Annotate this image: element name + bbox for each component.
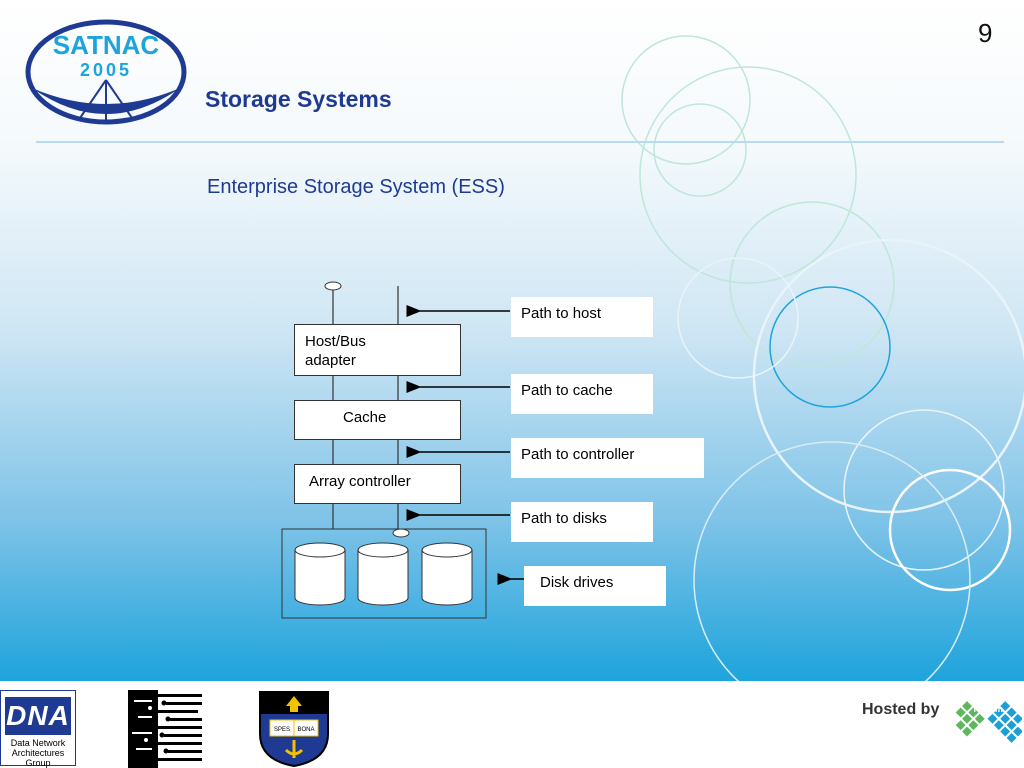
crest-motto-right: BONA: [297, 727, 314, 733]
title-divider: [36, 141, 1004, 143]
array-controller-box: Array controller: [294, 464, 461, 504]
cache-box: Cache: [294, 400, 461, 440]
telkom-logo: Telkom: [944, 690, 1023, 766]
hosted-by-label: Hosted by: [862, 701, 940, 718]
dna-logo: DNA Data Network Architectures Group: [0, 690, 76, 768]
callout-path-to-host: Path to host: [511, 297, 653, 337]
host-port-connector: [324, 281, 342, 291]
crest-motto-left: SPES: [274, 727, 290, 733]
dna-logo-caption: Data Network Architectures Group: [10, 738, 66, 768]
disk-drive-1: [294, 542, 346, 606]
satnac-logo-name: SATNAC: [53, 30, 160, 60]
slide-title: Storage Systems: [205, 86, 392, 112]
satnac-logo-year: 2005: [80, 60, 132, 80]
dna-logo-mark: DNA: [5, 697, 71, 735]
callout-path-to-disks: Path to disks: [511, 502, 653, 542]
slide-number: 9: [978, 18, 993, 48]
callout-path-to-controller: Path to controller: [511, 438, 704, 478]
telkom-logo-text: Telkom: [972, 704, 1003, 714]
callout-path-to-cache: Path to cache: [511, 374, 653, 414]
satnac-logo: SATNAC 2005: [20, 10, 190, 135]
host-bus-adapter-box: Host/Bus adapter: [294, 324, 461, 376]
callout-disk-drives: Disk drives: [524, 566, 666, 606]
university-crest-logo: SPES BONA: [256, 690, 332, 768]
slide-subtitle: Enterprise Storage System (ESS): [207, 176, 505, 198]
disk-enclosure: [281, 528, 487, 619]
circuit-face-logo: [128, 690, 206, 768]
disk-drive-3: [421, 542, 473, 606]
disk-port-connector: [392, 528, 410, 538]
disk-drive-2: [357, 542, 409, 606]
